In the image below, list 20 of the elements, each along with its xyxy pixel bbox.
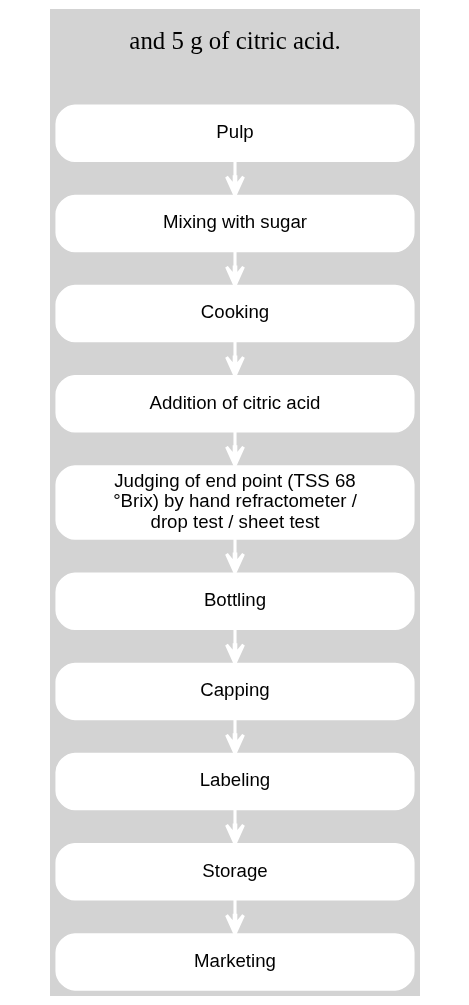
- arrow: [224, 161, 245, 197]
- label: and 5 g of citric acid.: [128, 27, 341, 55]
- node-box: Storage: [54, 842, 415, 901]
- arrow: [224, 809, 245, 846]
- node-box: Cooking: [54, 284, 415, 343]
- arrow: [224, 629, 245, 665]
- node-box: Mixing with sugar: [54, 194, 415, 253]
- node-box: Labeling: [54, 752, 415, 811]
- node-box: Marketing: [54, 933, 415, 991]
- arrow: [224, 251, 245, 288]
- arrow: [224, 341, 245, 378]
- node-box: Pulp: [54, 104, 415, 163]
- node-box: Judging of end point (TSS 68 °Brix) by hand refractometer / drop test / sheet test: [54, 465, 415, 540]
- node-box: Addition of citric acid: [54, 375, 415, 433]
- arrow: [224, 431, 245, 468]
- node-box: Bottling: [54, 572, 415, 630]
- arrow: [224, 539, 245, 575]
- node-box: Capping: [54, 662, 415, 721]
- arrow: [224, 719, 245, 756]
- arrow: [224, 899, 245, 936]
